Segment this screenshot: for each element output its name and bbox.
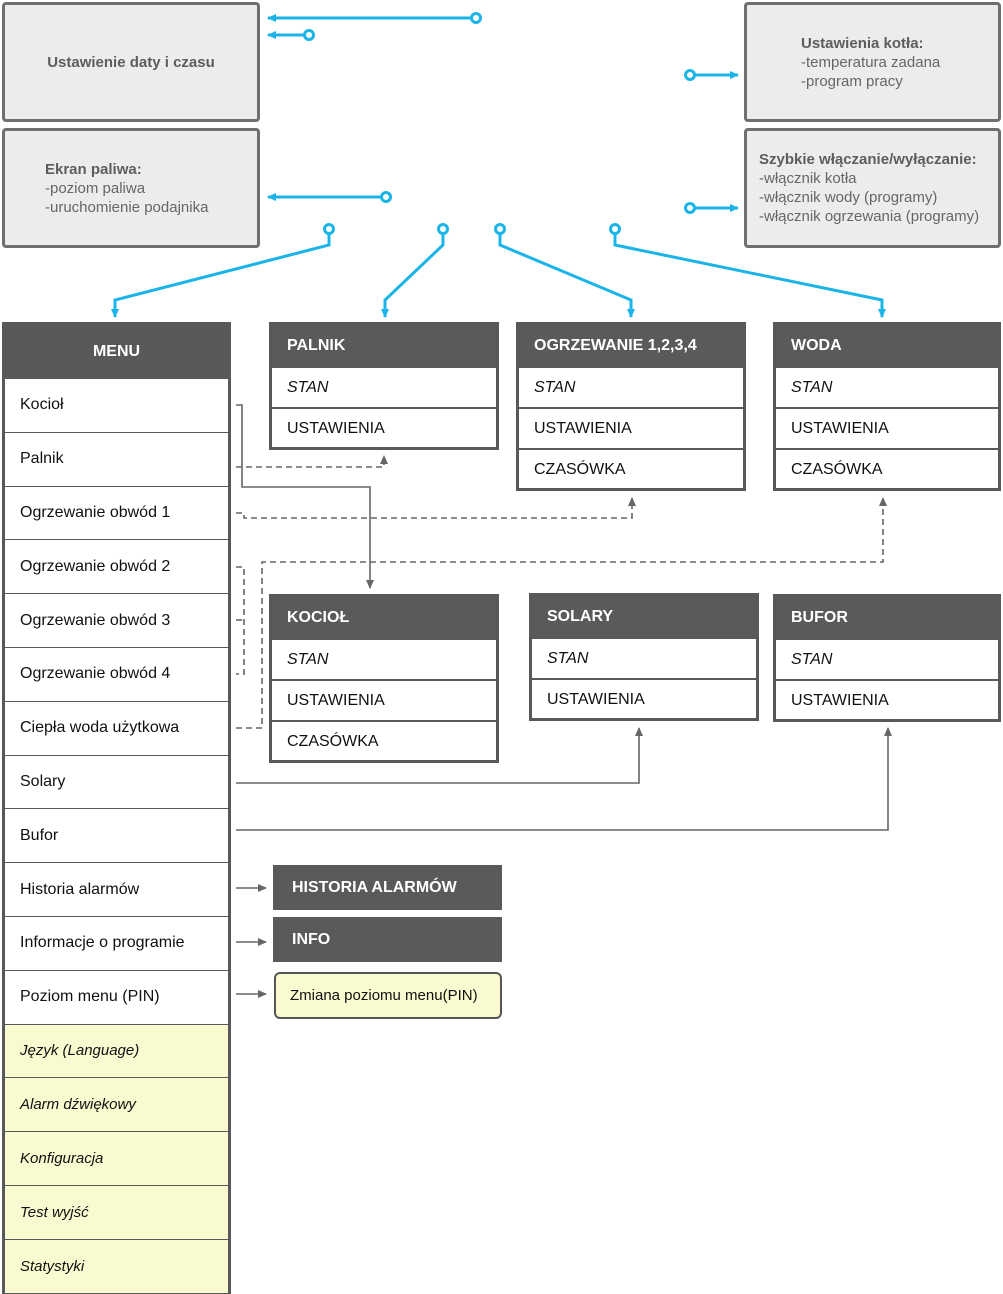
card-row-stan[interactable]: STAN xyxy=(272,366,496,407)
card-solary: SOLARY STAN USTAWIENIA xyxy=(529,593,759,721)
menu-item-language[interactable]: Język (Language) xyxy=(5,1023,228,1078)
card-kociol: KOCIOŁ STAN USTAWIENIA CZASÓWKA xyxy=(269,594,499,763)
menu-title: MENU xyxy=(5,325,228,378)
menu-item-heating-4[interactable]: Ogrzewanie obwód 4 xyxy=(5,646,228,701)
menu-item-output-test[interactable]: Test wyjść xyxy=(5,1184,228,1239)
card-palnik: PALNIK STAN USTAWIENIA xyxy=(269,322,499,450)
card-row-czasowka[interactable]: CZASÓWKA xyxy=(776,448,998,489)
boiler-settings-line: -temperatura zadana xyxy=(801,53,941,71)
menu-level-change-box[interactable]: Zmiana poziomu menu(PIN) xyxy=(274,972,502,1019)
fuel-screen-line: -uruchomienie podajnika xyxy=(45,198,209,216)
card-title: WODA xyxy=(776,325,998,366)
card-row-stan[interactable]: STAN xyxy=(272,638,496,679)
menu-item-solary[interactable]: Solary xyxy=(5,754,228,809)
card-title: OGRZEWANIE 1,2,3,4 xyxy=(519,325,743,366)
card-title: SOLARY xyxy=(532,596,756,637)
card-title: PALNIK xyxy=(272,325,496,366)
main-menu: MENU Kocioł Palnik Ogrzewanie obwód 1 Og… xyxy=(2,322,231,1294)
date-time-title: Ustawienie daty i czasu xyxy=(47,53,215,71)
card-row-ustawienia[interactable]: USTAWIENIA xyxy=(532,678,756,719)
date-time-box: Ustawienie daty i czasu xyxy=(2,2,260,122)
card-row-stan[interactable]: STAN xyxy=(519,366,743,407)
fuel-screen-box: Ekran paliwa: -poziom paliwa -uruchomien… xyxy=(2,128,260,248)
quick-toggle-line: -włącznik ogrzewania (programy) xyxy=(759,208,980,225)
card-title: KOCIOŁ xyxy=(272,597,496,638)
boiler-settings-line: -program pracy xyxy=(801,72,903,90)
menu-item-statistics[interactable]: Statystyki xyxy=(5,1238,228,1293)
card-row-stan[interactable]: STAN xyxy=(776,366,998,407)
card-row-ustawienia[interactable]: USTAWIENIA xyxy=(272,407,496,448)
card-row-stan[interactable]: STAN xyxy=(532,637,756,678)
card-title: BUFOR xyxy=(776,597,998,638)
card-row-czasowka[interactable]: CZASÓWKA xyxy=(519,448,743,489)
menu-item-heating-2[interactable]: Ogrzewanie obwód 2 xyxy=(5,539,228,594)
menu-item-menu-level[interactable]: Poziom menu (PIN) xyxy=(5,969,228,1024)
menu-item-palnik[interactable]: Palnik xyxy=(5,431,228,486)
card-woda: WODA STAN USTAWIENIA CZASÓWKA xyxy=(773,322,1001,491)
menu-item-heating-1[interactable]: Ogrzewanie obwód 1 xyxy=(5,485,228,540)
card-bufor: BUFOR STAN USTAWIENIA xyxy=(773,594,1001,722)
menu-item-configuration[interactable]: Konfiguracja xyxy=(5,1131,228,1185)
menu-item-alarm-history[interactable]: Historia alarmów xyxy=(5,862,228,916)
boiler-settings-title: Ustawienia kotła: xyxy=(801,34,924,52)
quick-toggle-line: -włącznik wody (programy) xyxy=(759,189,938,206)
fuel-screen-title: Ekran paliwa: xyxy=(45,160,142,178)
menu-item-bufor[interactable]: Bufor xyxy=(5,808,228,863)
card-row-stan[interactable]: STAN xyxy=(776,638,998,679)
card-row-czasowka[interactable]: CZASÓWKA xyxy=(272,720,496,761)
card-ogrzewanie: OGRZEWANIE 1,2,3,4 STAN USTAWIENIA CZASÓ… xyxy=(516,322,746,491)
menu-item-kociol[interactable]: Kocioł xyxy=(5,378,228,432)
menu-item-sound-alarm[interactable]: Alarm dźwiękowy xyxy=(5,1077,228,1132)
info-banner[interactable]: INFO xyxy=(273,917,502,962)
fuel-screen-line: -poziom paliwa xyxy=(45,179,146,197)
card-row-ustawienia[interactable]: USTAWIENIA xyxy=(519,407,743,448)
card-row-ustawienia[interactable]: USTAWIENIA xyxy=(776,407,998,448)
boiler-settings-box: Ustawienia kotła: -temperatura zadana -p… xyxy=(744,2,1001,122)
menu-item-hot-water[interactable]: Ciepła woda użytkowa xyxy=(5,700,228,755)
card-row-ustawienia[interactable]: USTAWIENIA xyxy=(272,679,496,720)
alarm-history-banner[interactable]: HISTORIA ALARMÓW xyxy=(273,865,502,910)
menu-item-heating-3[interactable]: Ogrzewanie obwód 3 xyxy=(5,593,228,647)
quick-toggle-title: Szybkie włączanie/wyłączanie: xyxy=(759,151,977,168)
quick-toggle-line: -włącznik kotła xyxy=(759,170,857,187)
menu-item-program-info[interactable]: Informacje o programie xyxy=(5,915,228,970)
quick-toggle-box: Szybkie włączanie/wyłączanie: -włącznik … xyxy=(744,128,1001,248)
card-row-ustawienia[interactable]: USTAWIENIA xyxy=(776,679,998,720)
